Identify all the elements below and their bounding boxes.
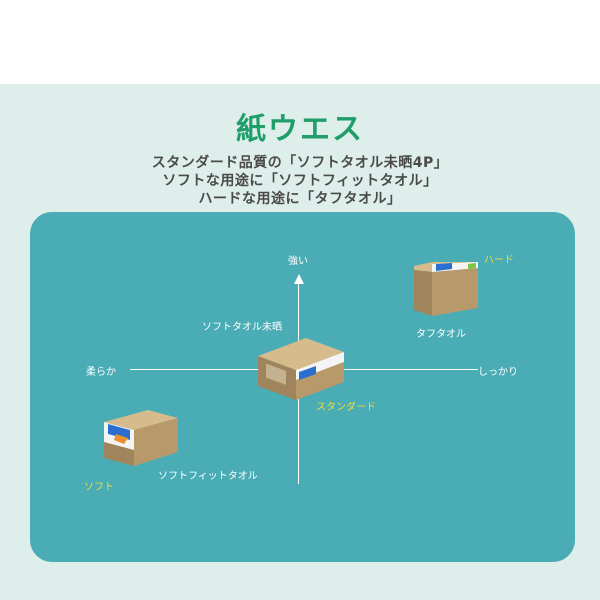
product-name-soft: ソフトフィットタオル (158, 467, 258, 482)
subtitle-line-1: スタンダード品質の「ソフトタオル未晒4P」 (0, 152, 600, 172)
product-box-hard (412, 260, 480, 318)
up-arrow-icon (294, 274, 304, 284)
product-name-hard: タフタオル (416, 325, 466, 340)
subtitle-line-2: ソフトな用途に「ソフトフィットタオル」 (0, 170, 600, 190)
axis-label-right: しっかり (478, 363, 518, 378)
product-box-soft (100, 406, 180, 468)
subtitle-line-3: ハードな用途に「タフタオル」 (0, 188, 600, 208)
product-name-standard: ソフトタオル未晒 (202, 318, 282, 333)
product-category-standard: スタンダード (316, 398, 376, 413)
product-category-hard: ハード (484, 251, 514, 266)
axis-label-left: 柔らか (86, 363, 116, 378)
product-category-soft: ソフト (84, 478, 114, 493)
page-title: 紙ウエス (0, 104, 600, 148)
product-box-standard (256, 330, 346, 400)
axis-label-top: 強い (288, 252, 308, 267)
